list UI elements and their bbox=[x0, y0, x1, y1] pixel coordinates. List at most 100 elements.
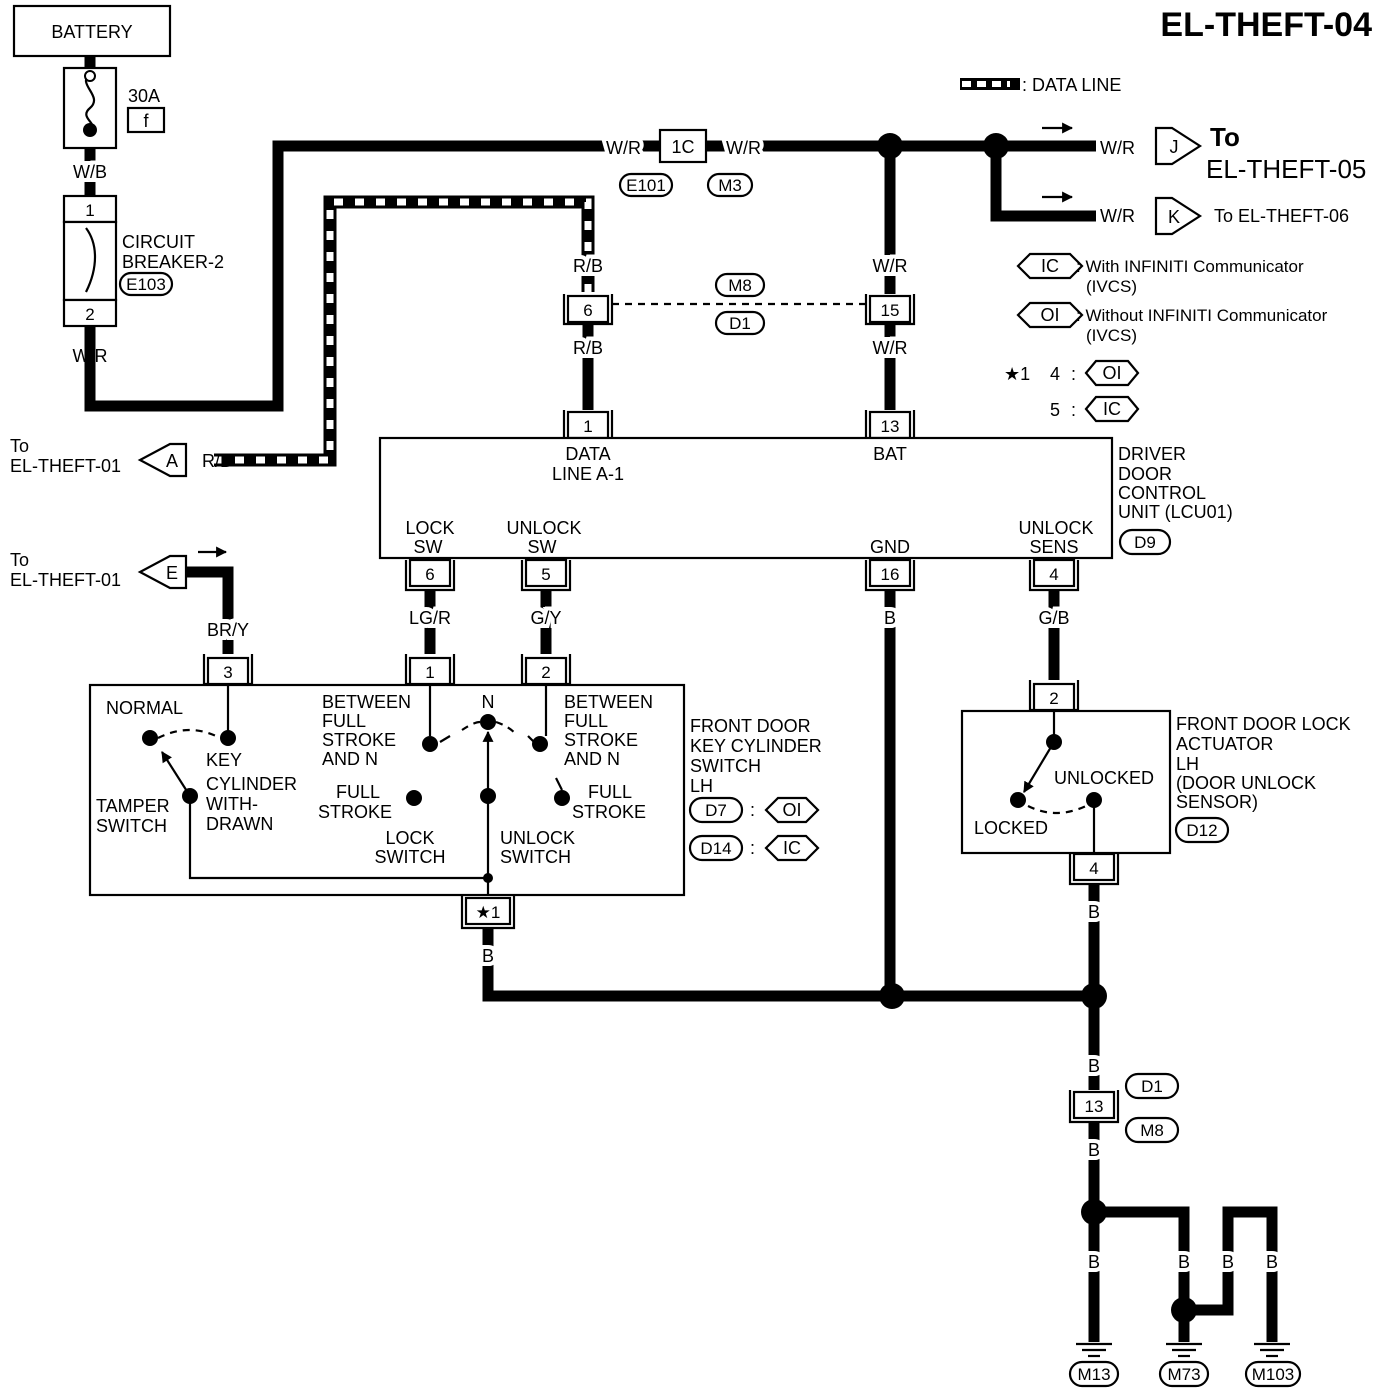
wire-label-b-lower: B bbox=[1088, 1056, 1100, 1076]
svg-text:4: 4 bbox=[1049, 565, 1058, 584]
ground-symbol-m73: M73 bbox=[1158, 1342, 1210, 1388]
d7-colon: : bbox=[750, 800, 755, 820]
lock-switch-label-2: SWITCH bbox=[375, 847, 446, 867]
svg-text:1C: 1C bbox=[671, 137, 694, 157]
svg-text:OI: OI bbox=[1040, 305, 1059, 325]
fuse-rating: 30A bbox=[128, 86, 160, 106]
lock-switch-label: LOCK bbox=[385, 828, 434, 848]
svg-text:IC: IC bbox=[1103, 399, 1121, 419]
dcu-pin-13: 13 bbox=[864, 410, 916, 442]
page-title: EL-THEFT-04 bbox=[1160, 6, 1372, 44]
svg-text:IC: IC bbox=[783, 838, 801, 858]
d7-oi-tag: OI bbox=[764, 796, 820, 824]
fuse-30a bbox=[62, 66, 118, 150]
dcu-name: DRIVER bbox=[1118, 444, 1186, 464]
dcu-pin1-label-2: LINE A-1 bbox=[552, 464, 624, 484]
dcu-pin4-label: UNLOCK bbox=[1018, 518, 1093, 538]
key-switch-pin-2: 2 bbox=[520, 654, 572, 686]
wire-b-m103 bbox=[1184, 1206, 1278, 1342]
svg-text:K: K bbox=[1168, 207, 1180, 227]
svg-text:1: 1 bbox=[583, 417, 592, 436]
between-left-label-2: FULL bbox=[322, 711, 366, 731]
wire-bry bbox=[186, 566, 234, 654]
svg-text:5: 5 bbox=[541, 565, 550, 584]
svg-text:A: A bbox=[166, 451, 178, 471]
dcu-name-2: DOOR bbox=[1118, 464, 1172, 484]
dcu-name-4: UNIT (LCU01) bbox=[1118, 502, 1233, 522]
n-label: N bbox=[482, 692, 495, 712]
battery-box: BATTERY bbox=[12, 4, 172, 58]
connector-1c: 1C bbox=[658, 128, 708, 164]
actuator-name-3: LH bbox=[1176, 754, 1199, 774]
star-note-colon-2: : bbox=[1071, 400, 1076, 420]
wire-label-b-key: B bbox=[482, 946, 494, 966]
connector-m8-ground: M8 bbox=[1124, 1116, 1180, 1144]
star-note-4: 4 bbox=[1050, 364, 1060, 384]
svg-text:E: E bbox=[166, 563, 178, 583]
svg-text:M13: M13 bbox=[1077, 1365, 1110, 1384]
svg-text:16: 16 bbox=[881, 565, 900, 584]
wire-b-key-ground bbox=[482, 928, 1094, 1002]
ground-symbol-m103: M103 bbox=[1244, 1342, 1302, 1388]
dcu-pin4-label-2: SENS bbox=[1029, 537, 1078, 557]
dcu-pin13-label: BAT bbox=[873, 444, 907, 464]
key-withdrawn-label: KEY bbox=[206, 750, 242, 770]
data-line-legend-label: : DATA LINE bbox=[1022, 75, 1121, 95]
wire-b-m73 bbox=[1094, 1206, 1190, 1310]
svg-text:M103: M103 bbox=[1252, 1365, 1295, 1384]
svg-text:4: 4 bbox=[1089, 859, 1098, 878]
wire-label-b-m103-b: B bbox=[1266, 1252, 1278, 1272]
actuator-name-5: SENSOR) bbox=[1176, 792, 1258, 812]
svg-text:f: f bbox=[143, 111, 149, 131]
connector-d14: D14 bbox=[688, 834, 744, 862]
svg-text:D12: D12 bbox=[1186, 821, 1217, 840]
svg-text:15: 15 bbox=[881, 301, 900, 320]
wire-label-wr-k: W/R bbox=[1100, 206, 1135, 226]
d14-colon: : bbox=[750, 838, 755, 858]
key-switch-name-2: KEY CYLINDER bbox=[690, 736, 822, 756]
star-note-oi-tag: OI bbox=[1084, 359, 1140, 387]
dcu-name-3: CONTROL bbox=[1118, 483, 1206, 503]
star-note-mark: ★1 bbox=[1004, 364, 1030, 384]
svg-text:13: 13 bbox=[881, 417, 900, 436]
dcu-pin-1: 1 bbox=[562, 410, 614, 442]
svg-text:3: 3 bbox=[223, 663, 232, 682]
wire-label-wr-1c-right: W/R bbox=[726, 138, 761, 158]
svg-text:6: 6 bbox=[583, 301, 592, 320]
locked-label: LOCKED bbox=[974, 818, 1048, 838]
to-theft06-label: To EL-THEFT-06 bbox=[1214, 206, 1349, 226]
to-label-j: To bbox=[1210, 122, 1240, 152]
wire-label-bry: BR/Y bbox=[207, 620, 249, 640]
between-right-label-3: STROKE bbox=[564, 730, 638, 750]
wire-label-b-16: B bbox=[884, 608, 896, 628]
svg-text:D9: D9 bbox=[1134, 533, 1156, 552]
d14-ic-tag: IC bbox=[764, 834, 820, 862]
full-stroke-right-label: FULL bbox=[588, 782, 632, 802]
key-switch-pin-3: 3 bbox=[202, 654, 254, 686]
legend: : DATA LINE IC : With INFINITI Communica… bbox=[960, 75, 1328, 423]
dcu-pin-5: 5 bbox=[520, 558, 572, 592]
actuator-pin-2: 2 bbox=[1028, 680, 1080, 712]
to-theft01-label-e: EL-THEFT-01 bbox=[10, 570, 121, 590]
star-note-colon-1: : bbox=[1071, 364, 1076, 384]
svg-text:2: 2 bbox=[1049, 689, 1058, 708]
dcu-pin6-label: LOCK bbox=[405, 518, 454, 538]
to-label-a: To bbox=[10, 436, 29, 456]
svg-text:M3: M3 bbox=[718, 176, 742, 195]
key-withdrawn-label-3: WITH- bbox=[206, 794, 258, 814]
data-line bbox=[214, 198, 592, 464]
wire-label-b-m13: B bbox=[1088, 1252, 1100, 1272]
svg-text:OI: OI bbox=[782, 800, 801, 820]
actuator-name-2: ACTUATOR bbox=[1176, 734, 1273, 754]
full-stroke-left-label-2: STROKE bbox=[318, 802, 392, 822]
key-switch-name-4: LH bbox=[690, 776, 713, 796]
key-switch-pin-star: ★1 bbox=[460, 896, 516, 930]
to-theft01-label-a: EL-THEFT-01 bbox=[10, 456, 121, 476]
dcu-box bbox=[378, 436, 1114, 560]
fuse-id-box: f bbox=[126, 106, 166, 134]
wire-label-wb: W/B bbox=[73, 162, 107, 182]
offpage-k: K bbox=[1154, 196, 1203, 236]
connector-pin-15: 15 bbox=[864, 294, 916, 326]
svg-text:1: 1 bbox=[85, 201, 94, 220]
